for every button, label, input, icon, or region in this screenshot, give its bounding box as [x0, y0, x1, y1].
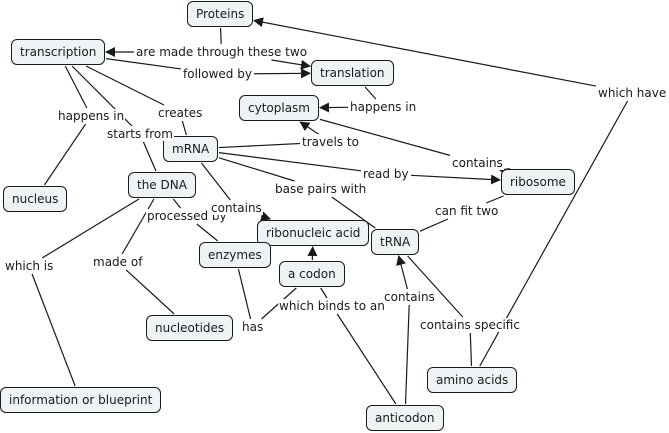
connection-contains_mrna-to-ribonucleic_acid [260, 211, 272, 221]
connection-contains_specific-to-amino_acids [469, 332, 473, 367]
connection-happens_in_transcription-to-nucleus [43, 123, 87, 186]
connection-transcription-to-followed_by [105, 58, 182, 70]
concept-information-or-blueprint[interactable]: information or blueprint [0, 387, 162, 413]
link-processed-by: processed by [146, 209, 228, 223]
link-which-have: which have [597, 86, 668, 100]
link-contains-ribosome: contains [451, 156, 504, 170]
link-contains-ribonucleic-acid: contains [210, 201, 263, 215]
link-are-made-through-these-two: are made through these two [135, 45, 309, 59]
connection-processed_by-to-enzymes [196, 223, 219, 242]
connection-ribosome-to-can_fit_two [485, 195, 504, 204]
connection-the_dna-to-which_is [41, 198, 140, 259]
connection-cytoplasm-to-contains_cytoplasm [319, 118, 451, 156]
connection-can_fit_two-to-trna [419, 218, 449, 232]
connection-mrna-to-base_pairs_with [218, 157, 295, 182]
link-contains-specific: contains specific [419, 318, 521, 332]
link-which-binds-to-an: which binds to an [278, 299, 386, 313]
link-base-pairs-with: base pairs with [274, 182, 368, 196]
concept-a-codon[interactable]: a codon [279, 261, 345, 287]
link-made-of: made of [92, 255, 144, 269]
connection-read_by-to-ribosome [410, 174, 501, 185]
concept-cytoplasm[interactable]: cytoplasm [239, 95, 319, 121]
connection-which_binds_to_an-to-anticodon [336, 313, 397, 405]
connection-contains_anticodon-to-trna [396, 255, 408, 290]
connection-which_have-to-proteins [253, 17, 597, 87]
connection-enzymes-to-has [237, 268, 252, 320]
concept-proteins[interactable]: Proteins [187, 1, 254, 27]
connection-trna-to-contains_specific [407, 255, 464, 318]
connection-which_is-to-information_or_blueprint [31, 273, 76, 387]
connection-are_made_through-to-translation [271, 59, 311, 70]
connection-translation-to-happens_in_translation [364, 86, 377, 100]
link-travels-to: travels to [301, 135, 360, 149]
connection-transcription-to-creates [85, 65, 165, 106]
concept-transcription[interactable]: transcription [11, 39, 106, 65]
link-can-fit-two: can fit two [434, 204, 500, 218]
connection-a_codon-to-which_binds_to_an [320, 287, 328, 299]
concept-the-dna[interactable]: the DNA [128, 172, 196, 198]
concept-ribonucleic-acid[interactable]: ribonucleic acid [257, 220, 370, 246]
link-followed-by: followed by [182, 67, 253, 81]
concept-amino-acids[interactable]: amino acids [427, 367, 518, 393]
link-creates: creates [157, 106, 204, 120]
connection-starts_from-to-the_dna [142, 141, 157, 172]
link-which-is: which is [4, 259, 55, 273]
link-starts-from: starts from [106, 127, 174, 141]
concept-ribosome[interactable]: ribosome [501, 169, 575, 195]
connection-transcription-to-happens_in_transcription [64, 65, 88, 109]
connection-made_of-to-nucleotides [125, 269, 175, 315]
concept-anticodon[interactable]: anticodon [366, 405, 444, 431]
concept-trna[interactable]: tRNA [371, 229, 420, 255]
concept-nucleotides[interactable]: nucleotides [146, 315, 234, 341]
concept-translation[interactable]: translation [311, 60, 394, 86]
connection-anticodon-to-contains_anticodon [404, 304, 410, 405]
connection-the_dna-to-made_of [121, 198, 155, 255]
concept-enzymes[interactable]: enzymes [199, 242, 271, 268]
connection-creates-to-mrna [181, 120, 187, 136]
link-happens-in-translation: happens in [349, 100, 418, 114]
link-read-by: read by [362, 167, 410, 181]
link-contains-trna: contains [383, 290, 436, 304]
connection-proteins-to-are_made_through [219, 27, 222, 45]
connection-the_dna-to-processed_by [172, 198, 182, 209]
connection-travels_to-to-cytoplasm [299, 121, 319, 135]
connection-mrna-to-travels_to [218, 142, 301, 149]
connection-mrna-to-read_by [218, 152, 362, 172]
concept-nucleus[interactable]: nucleus [3, 186, 68, 212]
link-has: has [241, 320, 265, 334]
link-happens-in-transcription: happens in [57, 109, 126, 123]
connection-mrna-to-contains_mrna [200, 162, 231, 201]
